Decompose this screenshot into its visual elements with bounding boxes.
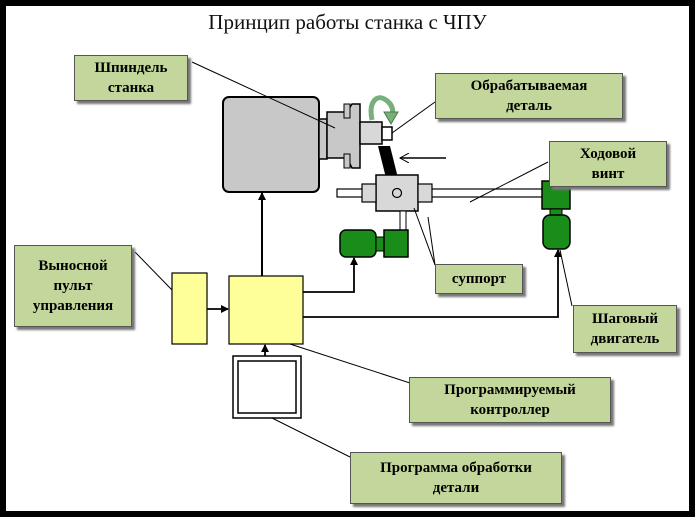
label-spindle: Шпиндель станка — [74, 55, 188, 101]
remote-panel-block — [171, 272, 208, 345]
callout-carriage — [413, 207, 436, 266]
workpiece-part — [359, 121, 383, 145]
rotation-arrow-head — [383, 111, 399, 125]
callout-lead-screw — [469, 161, 549, 203]
cross-motor-gear — [383, 229, 409, 258]
label-workpiece: Обрабатываемая деталь — [435, 73, 623, 119]
spindle-housing — [222, 96, 320, 193]
screw-motor-body — [542, 214, 571, 250]
callout-remote-panel — [134, 251, 173, 291]
callout-workpiece — [391, 101, 436, 134]
label-remote-panel: Выносной пульт управления — [14, 245, 132, 327]
callout-spindle — [191, 61, 336, 129]
cutting-tool — [378, 146, 398, 178]
label-lead-screw: Ходовой винт — [549, 141, 667, 187]
chuck-jaw-left — [318, 118, 328, 160]
controller-to-cross-motor-arrow — [303, 257, 358, 293]
carriage-nut-right — [417, 183, 433, 203]
carriage-nut-left — [361, 183, 377, 203]
controller-block — [228, 275, 304, 345]
callout-program — [271, 417, 351, 458]
cross-motor-neck — [375, 236, 385, 252]
carriage-bolt — [391, 187, 403, 199]
callout-stepper — [559, 249, 573, 307]
workpiece-tip — [381, 126, 393, 141]
label-program: Программа обработки детали — [350, 452, 562, 504]
label-stepper: Шаговый двигатель — [573, 305, 677, 353]
callout-controller — [289, 343, 411, 384]
controller-to-screw-motor-arrow — [303, 249, 562, 318]
chuck-jaw — [343, 103, 351, 119]
cross-motor-body — [339, 229, 377, 258]
label-controller: Программируемый контроллер — [409, 377, 611, 423]
diagram-title: Принцип работы станка с ЧПУ — [208, 10, 487, 34]
callout-carriage-2 — [427, 216, 436, 266]
chuck-jaw — [343, 153, 351, 169]
label-carriage: суппорт — [435, 264, 523, 294]
program-block-inner — [237, 360, 297, 414]
